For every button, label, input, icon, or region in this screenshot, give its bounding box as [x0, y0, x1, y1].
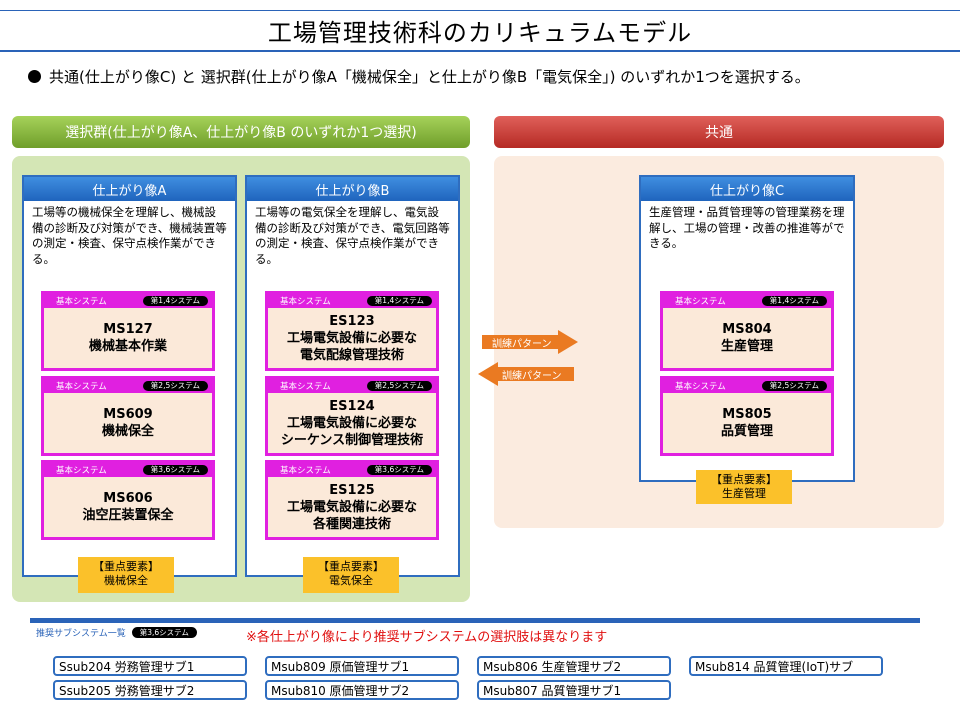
arrow-left-label: 訓練パターン	[502, 370, 562, 382]
system-name: 機械基本作業	[88, 339, 167, 354]
system-code: MS609	[103, 407, 153, 422]
system-code: MS127	[103, 322, 153, 337]
subsystem-item: Msub809 原価管理サブ1	[265, 656, 459, 676]
system-name-line2: 電気配線管理技術	[299, 347, 404, 363]
subsystem-item: Msub814 品質管理(IoT)サブ	[689, 656, 883, 676]
key-element-c: 【重点要素】 生産管理	[696, 470, 792, 504]
key-element-a: 【重点要素】 機械保全	[78, 557, 174, 593]
system-tag: 基本システム	[56, 382, 107, 392]
recommended-header: 推奨サブシステム一覧 第3,6システム	[36, 626, 197, 639]
system-name: 品質管理	[720, 424, 773, 439]
key-element-label: 【重点要素】	[318, 560, 384, 573]
system-code: MS606	[103, 491, 153, 506]
system-tag: 基本システム	[280, 297, 331, 307]
arrow-right-label: 訓練パターン	[492, 338, 552, 350]
system-name: 機械保全	[101, 424, 154, 439]
outcome-card-a-desc: 工場等の機械保全を理解し、機械設備の診断及び対策ができ、機械装置等の測定・検査、…	[32, 205, 227, 266]
system-box: 基本システム 第2,5システム MS609 機械保全	[41, 376, 215, 456]
subsystem-item: Ssub205 労務管理サブ2	[53, 680, 247, 700]
outcome-card-c-desc: 生産管理・品質管理等の管理業務を理解し、工場の管理・改善の推進等ができる。	[649, 205, 845, 250]
training-pattern-arrow-right: 訓練パターン	[482, 330, 578, 354]
system-name-line2: 各種関連技術	[312, 516, 391, 532]
subsystem-item: Msub810 原価管理サブ2	[265, 680, 459, 700]
system-term: 第3,6システム	[142, 465, 208, 475]
system-code: MS804	[722, 322, 772, 337]
system-name-line1: 工場電気設備に必要な	[286, 415, 417, 431]
common-group-header: 共通	[494, 116, 944, 148]
system-code: ES124	[329, 398, 375, 414]
subsystem-item: Msub807 品質管理サブ1	[477, 680, 671, 700]
subsystem-item: Msub806 生産管理サブ2	[477, 656, 671, 676]
system-term: 第3,6システム	[366, 465, 432, 475]
key-element-b: 【重点要素】 電気保全	[303, 557, 399, 593]
subsystem-item: Ssub204 労務管理サブ1	[53, 656, 247, 676]
system-name-line2: シーケンス制御管理技術	[280, 432, 424, 448]
system-code: MS805	[722, 407, 772, 422]
bullet-icon	[28, 70, 41, 83]
system-term: 第2,5システム	[366, 381, 432, 391]
outcome-card-b-title: 仕上がり像B	[247, 177, 458, 201]
system-term: 第2,5システム	[761, 381, 827, 391]
system-tag: 基本システム	[280, 466, 331, 476]
system-term: 第1,4システム	[761, 296, 827, 306]
system-tag: 基本システム	[56, 466, 107, 476]
selection-group-header: 選択群(仕上がり像A、仕上がり像B のいずれか1つ選択)	[12, 116, 470, 148]
system-term: 第1,4システム	[142, 296, 208, 306]
recommended-divider	[30, 618, 920, 623]
recommended-label: 推奨サブシステム一覧	[36, 629, 126, 639]
key-element-label: 【重点要素】	[93, 560, 159, 573]
system-name-line1: 工場電気設備に必要な	[286, 330, 417, 346]
system-name-line1: 工場電気設備に必要な	[286, 499, 417, 515]
outcome-card-c-title: 仕上がり像C	[641, 177, 853, 201]
recommended-term: 第3,6システム	[131, 627, 197, 638]
system-box: 基本システム 第2,5システム MS805 品質管理	[660, 376, 834, 456]
key-element-value: 電気保全	[329, 574, 373, 587]
recommended-note: ※各仕上がり像により推奨サブシステムの選択肢は異なります	[246, 630, 608, 645]
key-element-value: 機械保全	[104, 574, 148, 587]
system-tag: 基本システム	[675, 297, 726, 307]
system-box: 基本システム 第3,6システム MS606 油空圧装置保全	[41, 460, 215, 540]
system-name: 油空圧装置保全	[82, 508, 174, 523]
system-tag: 基本システム	[56, 297, 107, 307]
system-tag: 基本システム	[675, 382, 726, 392]
page-title: 工場管理技術科のカリキュラムモデル	[0, 10, 960, 52]
arrow-right-icon	[482, 330, 578, 354]
instruction-note: 共通(仕上がり像C) と 選択群(仕上がり像A「機械保全」と仕上がり像B「電気保…	[28, 66, 810, 87]
system-code: ES125	[329, 482, 375, 498]
arrow-left-icon	[478, 362, 574, 386]
key-element-value: 生産管理	[722, 487, 766, 500]
system-code: ES123	[329, 313, 375, 329]
system-tag: 基本システム	[280, 382, 331, 392]
system-box: 基本システム 第1,4システム MS127 機械基本作業	[41, 291, 215, 371]
system-name: 生産管理	[720, 339, 773, 354]
key-element-label: 【重点要素】	[711, 473, 777, 486]
instruction-text: 共通(仕上がり像C) と 選択群(仕上がり像A「機械保全」と仕上がり像B「電気保…	[49, 68, 810, 86]
outcome-card-b-desc: 工場等の電気保全を理解し、電気設備の診断及び対策ができ、電気回路等の測定・検査、…	[255, 205, 450, 266]
system-term: 第2,5システム	[142, 381, 208, 391]
system-term: 第1,4システム	[366, 296, 432, 306]
training-pattern-arrow-left: 訓練パターン	[478, 362, 574, 386]
outcome-card-a-title: 仕上がり像A	[24, 177, 235, 201]
system-box: 基本システム 第1,4システム MS804 生産管理	[660, 291, 834, 371]
